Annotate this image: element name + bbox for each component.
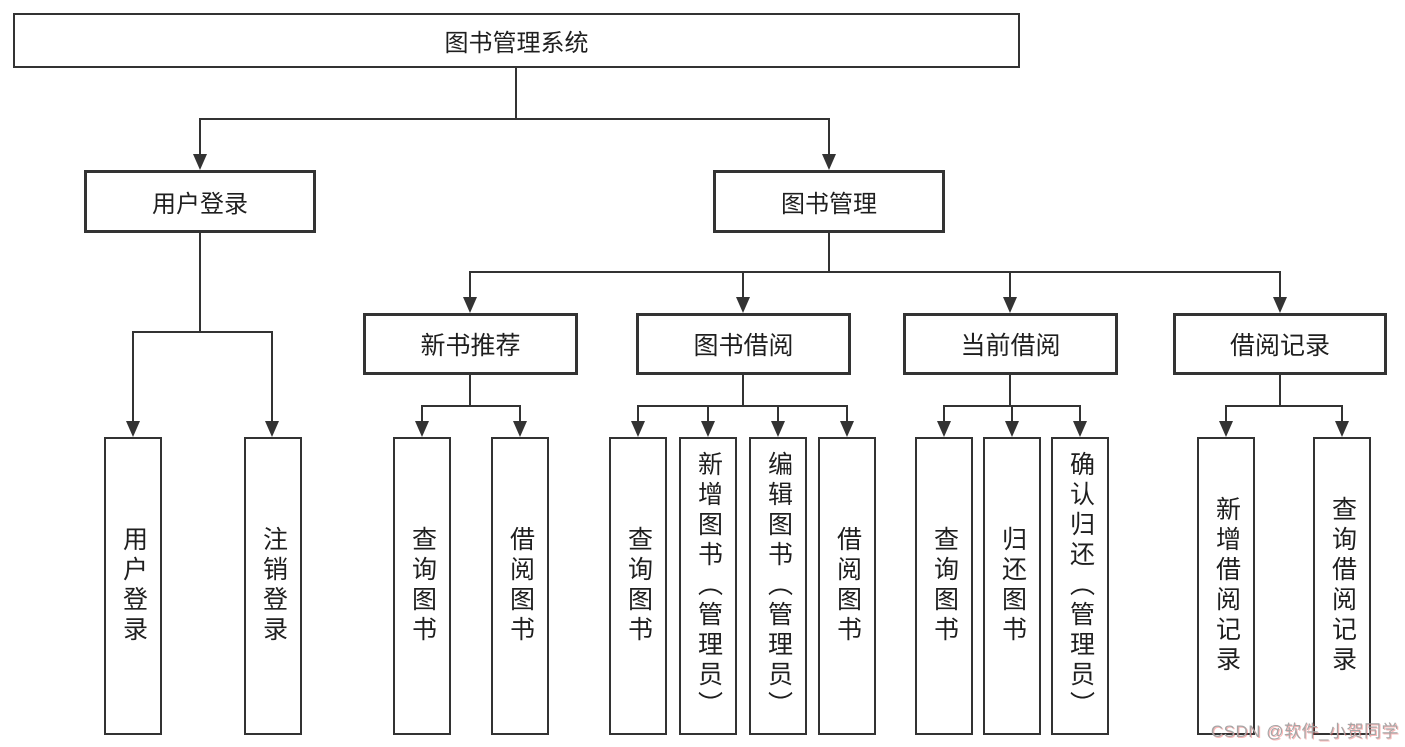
leaf-add-books-admin-label: 新增图书（管理员） [694, 451, 723, 721]
connector-line [469, 375, 471, 407]
connector-line [742, 375, 744, 407]
connector-line [1079, 405, 1081, 422]
csdn-watermark: CSDN @软件_小贺同学 [1210, 722, 1399, 741]
arrowhead-icon [126, 421, 140, 437]
connector-line [469, 271, 471, 298]
leaf-query-books-current-label: 查询图书 [930, 526, 959, 646]
leaf-query-books-recommend-label: 查询图书 [408, 526, 437, 646]
connector-line [519, 405, 521, 422]
node-book-borrow-label: 图书借阅 [693, 332, 794, 360]
arrowhead-icon [193, 154, 207, 170]
leaf-edit-books-admin: 编辑图书（管理员） [749, 437, 807, 735]
arrowhead-icon [463, 297, 477, 313]
leaf-return-books-label: 归还图书 [998, 526, 1027, 646]
connector-line [828, 118, 830, 155]
leaf-borrow-books: 借阅图书 [818, 437, 876, 735]
node-root-label: 图书管理系统 [444, 30, 589, 57]
connector-line [1279, 271, 1281, 298]
arrowhead-icon [1003, 297, 1017, 313]
connector-line [707, 405, 709, 422]
leaf-logout-label: 注销登录 [259, 526, 288, 646]
node-current-borrow-label: 当前借阅 [960, 332, 1061, 360]
node-book-management-label: 图书管理 [781, 191, 877, 218]
connector-line [777, 405, 779, 422]
arrowhead-icon [513, 421, 527, 437]
connector-line [469, 271, 1280, 273]
leaf-borrow-books-recommend-label: 借阅图书 [506, 526, 535, 646]
leaf-user-login: 用户登录 [104, 437, 162, 735]
arrowhead-icon [736, 297, 750, 313]
leaf-user-login-label: 用户登录 [119, 526, 148, 646]
arrowhead-icon [840, 421, 854, 437]
arrowhead-icon [701, 421, 715, 437]
leaf-query-borrow-record-label: 查询借阅记录 [1328, 496, 1357, 676]
leaf-logout: 注销登录 [244, 437, 302, 735]
connector-line [828, 233, 830, 273]
leaf-borrow-books-recommend: 借阅图书 [491, 437, 549, 735]
connector-line [1009, 375, 1011, 407]
node-user-login: 用户登录 [84, 170, 316, 233]
arrowhead-icon [1273, 297, 1287, 313]
arrowhead-icon [1073, 421, 1087, 437]
arrowhead-icon [822, 154, 836, 170]
node-user-login-label: 用户登录 [152, 191, 248, 218]
node-current-borrow: 当前借阅 [903, 313, 1118, 375]
connector-line [421, 405, 521, 407]
node-book-management: 图书管理 [713, 170, 945, 233]
arrowhead-icon [631, 421, 645, 437]
leaf-confirm-return-admin-label: 确认归还（管理员） [1066, 451, 1095, 721]
connector-line [1279, 375, 1281, 407]
connector-line [199, 118, 201, 155]
leaf-add-borrow-record-label: 新增借阅记录 [1212, 496, 1241, 676]
leaf-return-books: 归还图书 [983, 437, 1041, 735]
connector-line [199, 118, 830, 120]
connector-line [1225, 405, 1342, 407]
arrowhead-icon [265, 421, 279, 437]
node-new-book-recommend: 新书推荐 [363, 313, 578, 375]
connector-line [637, 405, 848, 407]
connector-line [199, 233, 201, 333]
arrowhead-icon [1005, 421, 1019, 437]
arrowhead-icon [1219, 421, 1233, 437]
leaf-query-books-borrow-label: 查询图书 [624, 526, 653, 646]
leaf-query-books-current: 查询图书 [915, 437, 973, 735]
arrowhead-icon [771, 421, 785, 437]
connector-line [1009, 271, 1011, 298]
leaf-add-borrow-record: 新增借阅记录 [1197, 437, 1255, 735]
connector-line [1341, 405, 1343, 422]
leaf-borrow-books-label: 借阅图书 [833, 526, 862, 646]
connector-line [132, 331, 273, 333]
leaf-edit-books-admin-label: 编辑图书（管理员） [764, 451, 793, 721]
connector-line [1011, 405, 1013, 422]
arrowhead-icon [415, 421, 429, 437]
leaf-confirm-return-admin: 确认归还（管理员） [1051, 437, 1109, 735]
node-book-borrow: 图书借阅 [636, 313, 851, 375]
connector-line [846, 405, 848, 422]
leaf-query-books-borrow: 查询图书 [609, 437, 667, 735]
connector-line [1225, 405, 1227, 422]
connector-line [132, 331, 134, 422]
arrowhead-icon [937, 421, 951, 437]
leaf-query-borrow-record: 查询借阅记录 [1313, 437, 1371, 735]
connector-line [742, 271, 744, 298]
node-borrow-records-label: 借阅记录 [1229, 332, 1330, 360]
connector-line [637, 405, 639, 422]
leaf-add-books-admin: 新增图书（管理员） [679, 437, 737, 735]
connector-line [515, 68, 517, 119]
connector-line [943, 405, 945, 422]
node-borrow-records: 借阅记录 [1173, 313, 1387, 375]
leaf-query-books-recommend: 查询图书 [393, 437, 451, 735]
node-root: 图书管理系统 [13, 13, 1020, 68]
connector-line [271, 331, 273, 422]
connector-line [421, 405, 423, 422]
arrowhead-icon [1335, 421, 1349, 437]
node-new-book-recommend-label: 新书推荐 [420, 332, 521, 360]
